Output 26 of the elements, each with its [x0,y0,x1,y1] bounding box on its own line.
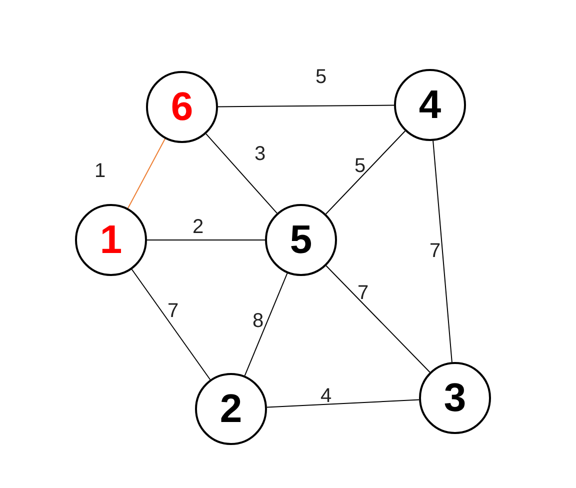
graph-edge [131,268,211,380]
graph-edge [206,133,278,214]
edge-label: 7 [429,241,441,261]
vertex-label: 5 [290,220,312,260]
vertex-circle [265,204,337,276]
edge-label: 3 [254,144,266,164]
vertex-label: 2 [220,389,242,429]
graph-edge [244,272,288,376]
graph-edge [326,265,430,373]
edge-label: 7 [167,301,179,321]
vertex-label: 3 [444,378,466,418]
edge-label: 8 [252,311,264,331]
vertex-label: 6 [170,87,194,127]
vertex-label: 4 [418,85,442,125]
edge-label: 1 [94,161,106,181]
graph-edge [127,138,166,209]
graph-edge [325,130,406,214]
graph-edge [432,140,452,363]
graph-edge [218,104,394,108]
edge-label: 5 [354,156,366,176]
graph-edge [266,399,420,408]
edge-label: 5 [315,67,327,87]
edge-label: 2 [192,217,204,237]
edge-label: 7 [357,283,369,303]
vertex-label: 1 [100,220,122,260]
edge-label: 4 [320,386,332,406]
